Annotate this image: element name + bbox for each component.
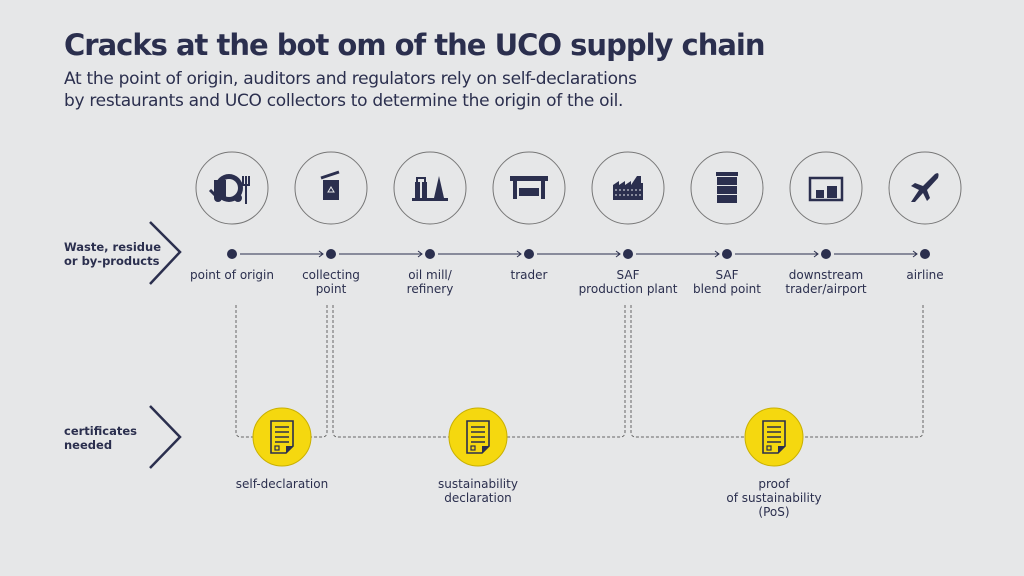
recycle-bin-icon [320,170,340,200]
flow-arrow [438,250,522,258]
flow-arrow [735,250,819,258]
stage-dot [623,249,633,259]
icon-circle [294,151,368,225]
certificate-doc-icon [252,407,312,467]
icon-circle [591,151,665,225]
icon-circle [195,151,269,225]
certificate-doc-icon [448,407,508,467]
certificate-doc-icon [744,407,804,467]
flow-arrow [636,250,720,258]
refinery-icon [412,176,448,201]
stage-dot [425,249,435,259]
airplane-icon [911,173,939,202]
stage-label: point of origin [190,268,274,282]
stage-dot [227,249,237,259]
stage-dot [821,249,831,259]
icon-circle [888,151,962,225]
icon-circle [492,151,566,225]
stage-label: airline [906,268,944,282]
restaurant-food-icon [208,174,250,204]
icon-circle [789,151,863,225]
stage-dot [326,249,336,259]
flow-arrow [537,250,621,258]
hangar-icon [808,176,844,202]
subtitle: At the point of origin, auditors and reg… [64,69,637,111]
stage-label: oil mill/refinery [406,268,454,296]
icon-circle [690,151,764,225]
icon-circle [393,151,467,225]
stage-dot [722,249,732,259]
chevron-cert [149,405,182,469]
flow-arrow [240,250,324,258]
certificate-label: self-declaration [235,477,329,491]
barrel-icon [716,172,738,203]
factory-icon [613,176,643,200]
chevron-chain [149,221,182,285]
flow-arrow [339,250,423,258]
stage-dot [524,249,534,259]
warehouse-icon [510,176,548,199]
page-title: Cracks at the bot om of the UCO supply c… [64,28,766,62]
stage-dot [920,249,930,259]
stage-label: trader [510,268,548,282]
flow-arrow [834,250,918,258]
